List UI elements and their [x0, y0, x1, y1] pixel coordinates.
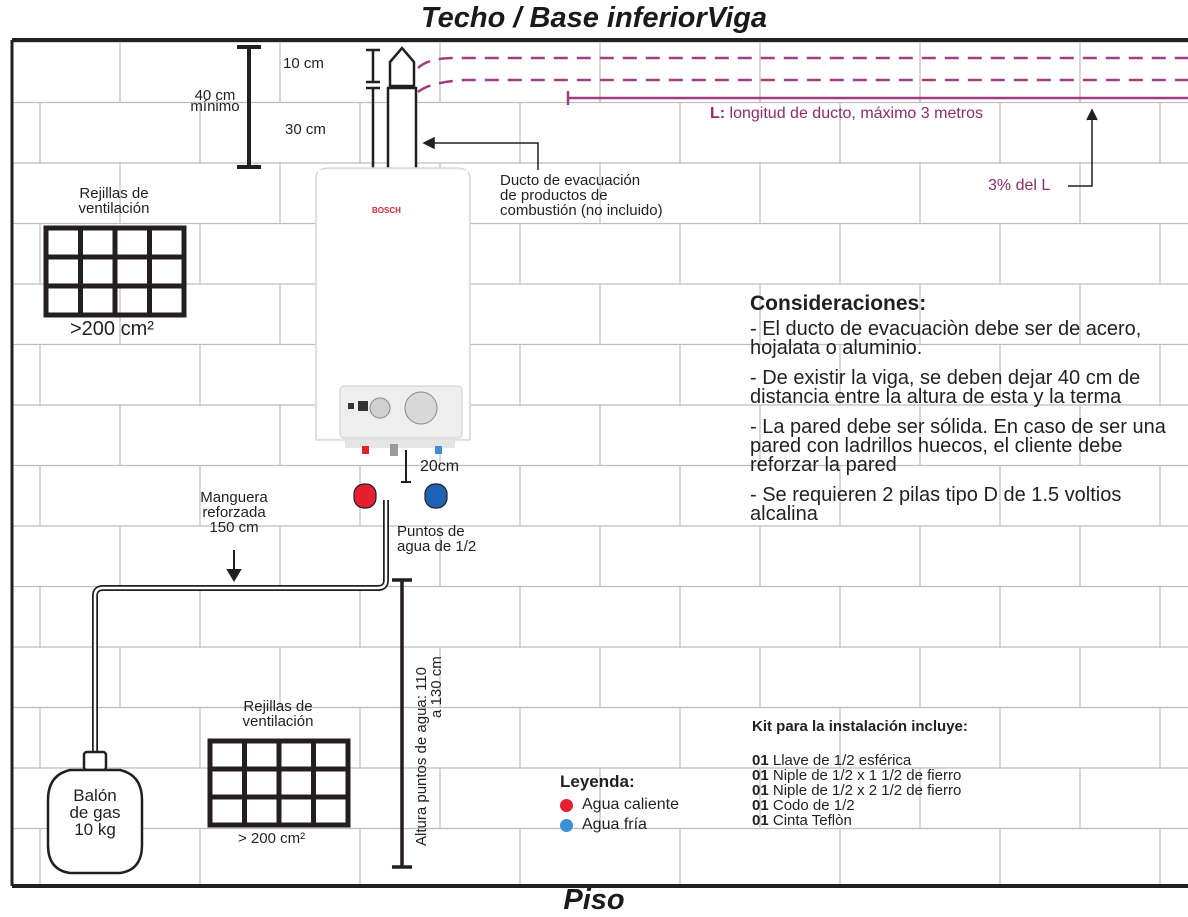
- legend-item-hot: Agua caliente: [560, 796, 679, 814]
- gas-tank: [46, 750, 144, 875]
- vent-top-area: >200 cm²: [70, 318, 154, 340]
- slope-arrow: [1068, 108, 1098, 187]
- legend-item-cold: Agua fría: [560, 816, 679, 834]
- kit-title: Kit para la instalación incluye:: [752, 718, 968, 735]
- considerations-panel: Consideraciones: - El ducto de evacuaciò…: [750, 292, 1170, 524]
- floor-title: Piso: [563, 884, 625, 916]
- hose-label: Manguera reforzada 150 cm: [200, 489, 268, 536]
- cap-dimension-label: 10 cm: [283, 55, 324, 72]
- consideration-item: - La pared debe ser sólida. En caso de s…: [750, 416, 1166, 476]
- water-points: [353, 450, 448, 509]
- kit-panel: Kit para la instalación incluye: 01 Llav…: [752, 718, 968, 828]
- heater-brand: BOSCH: [372, 206, 401, 215]
- pipe-dimension-label: 30 cm: [285, 121, 326, 138]
- kit-item: 01 Niple de 1/2 x 2 1/2 de fierro: [752, 782, 962, 799]
- legend: Leyenda: Agua caliente Agua fría: [560, 772, 679, 834]
- ceiling-title: Techo / Base inferiorViga: [421, 2, 767, 34]
- water-height-label: Altura puntos de agua: 110 a 130 cm: [413, 656, 445, 846]
- cold-water-swatch: [560, 818, 573, 832]
- kit-item: 01 Niple de 1/2 x 1 1/2 de fierro: [752, 767, 962, 784]
- kit-item: 01 Cinta Teflòn: [752, 812, 852, 829]
- consideration-item: - El ducto de evacuaciòn debe ser de ace…: [750, 318, 1142, 359]
- vent-bottom-area: > 200 cm²: [238, 830, 306, 847]
- consideration-item: - Se requieren 2 pilas tipo D de 1.5 vol…: [750, 484, 1122, 525]
- gas-hose: [92, 500, 389, 754]
- total-dimension-label: 40 cm mínimo: [190, 87, 240, 115]
- brick-wall: [12, 41, 1188, 884]
- exhaust-pipe: [386, 46, 418, 174]
- vent-grille-top: [43, 225, 187, 318]
- height-dimension: [237, 45, 261, 169]
- water-gap-label: 20cm: [420, 458, 460, 475]
- duct-length-label: L: longitud de ducto, máximo 3 metros: [710, 105, 984, 122]
- consideration-item: - De existir la viga, se deben dejar 40 …: [750, 367, 1141, 408]
- gas-tank-label: Balón de gas 10 kg: [69, 786, 121, 839]
- vent-grille-bottom: [207, 738, 351, 828]
- hot-water-swatch: [560, 798, 573, 812]
- kit-item: 01 Llave de 1/2 esférica: [752, 752, 912, 769]
- hose-arrow: [226, 550, 242, 582]
- water-height-dimension: [392, 578, 412, 869]
- duct-label-arrow: [422, 136, 539, 170]
- vent-bottom-label: Rejillas de ventilación: [242, 698, 314, 730]
- duct-description: Ducto de evacuación de productos de comb…: [500, 172, 663, 219]
- vent-top-label: Rejillas de ventilación: [78, 185, 150, 217]
- kit-item: 01 Codo de 1/2: [752, 797, 855, 814]
- water-points-label: Puntos de agua de 1/2: [397, 523, 477, 555]
- small-dimension: [366, 48, 380, 170]
- water-heater: [315, 167, 471, 456]
- considerations-title: Consideraciones:: [750, 292, 927, 315]
- duct-slope-label: 3% del L: [988, 177, 1051, 194]
- legend-title: Leyenda:: [560, 772, 635, 791]
- duct-run: [417, 56, 1188, 105]
